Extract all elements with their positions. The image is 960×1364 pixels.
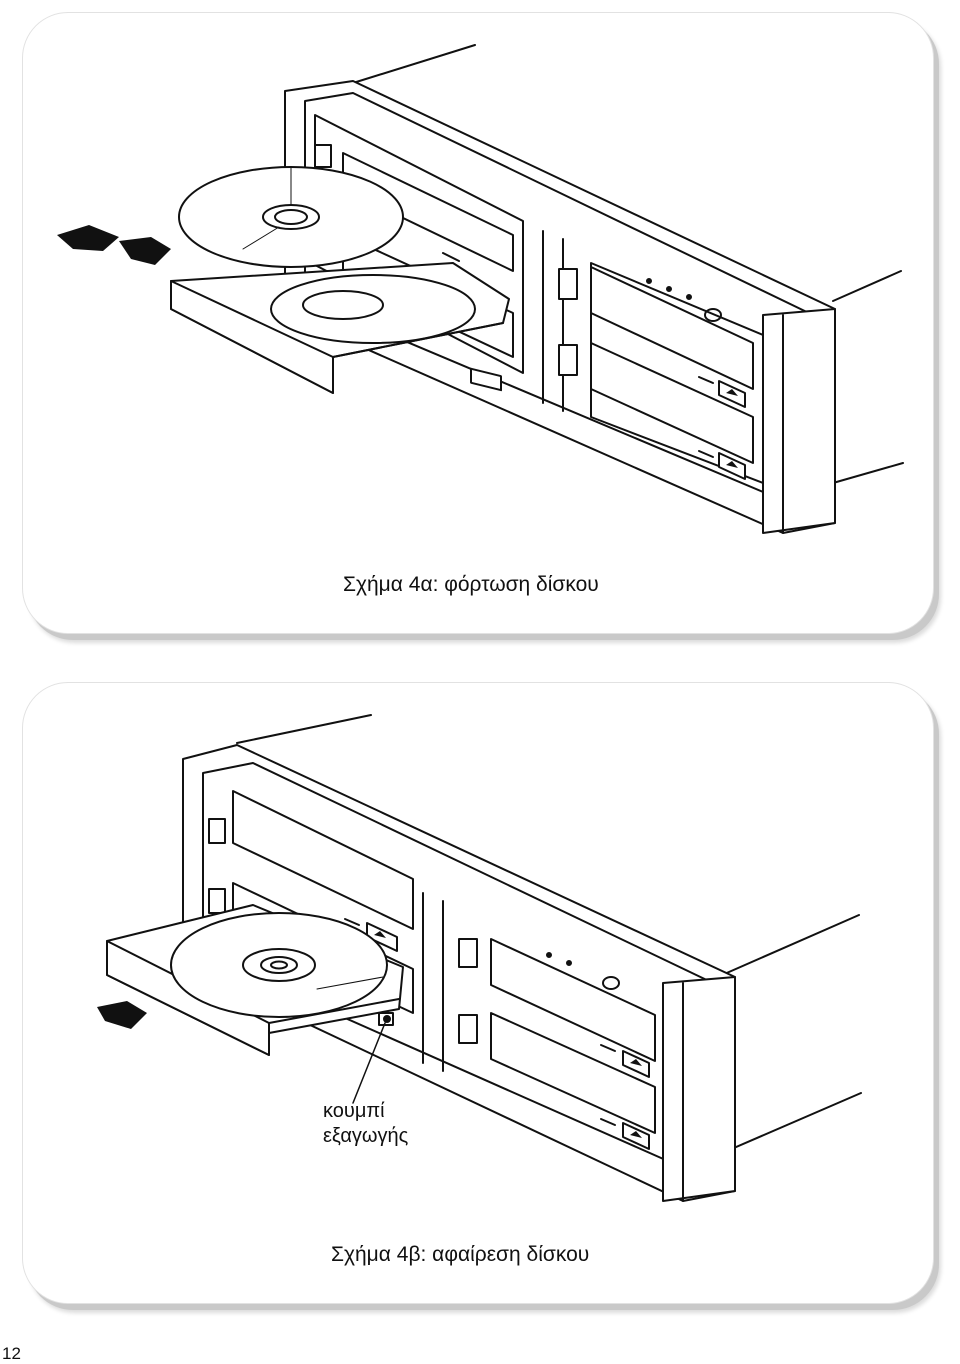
figure-4a-illustration: [57, 44, 904, 534]
cd-disc-in-tray: [170, 912, 388, 1018]
drive-latch-2: [558, 268, 578, 300]
cabinet-right-bottom-edge: [832, 462, 904, 484]
callout-line-1: κουμπί: [323, 1100, 385, 1122]
cabinet-top-edge: [236, 714, 372, 744]
cabinet-top-edge: [352, 44, 476, 84]
load-arrow-icon: [57, 225, 171, 265]
figure-4b-panel: κουμπί εξαγωγής Σχήμα 4β: αφαίρεση δίσκο…: [22, 682, 934, 1304]
figure-4b-illustration: [97, 714, 862, 1202]
drive-latch-2: [208, 888, 226, 914]
right-pillar: [762, 308, 836, 534]
eject-button-callout: κουμπί εξαγωγής: [323, 1099, 408, 1149]
eject-button-dot: [383, 1015, 391, 1023]
eject-button-upper-left: [470, 367, 502, 392]
figure-4a-panel: Σχήμα 4α: φόρτωση δίσκου: [22, 12, 934, 634]
callout-leader-line: [352, 1022, 386, 1104]
drive-latch-1: [208, 818, 226, 844]
cabinet-right-bottom-edge: [712, 1092, 862, 1158]
drive-latch-4: [458, 1014, 478, 1044]
cabinet-right-top-edge: [832, 270, 902, 302]
drive-latch-1: [314, 144, 332, 168]
eject-symbol-icon: [374, 931, 386, 938]
figure-4b-caption: Σχήμα 4β: αφαίρεση δίσκου: [331, 1243, 590, 1266]
page-number: 12: [2, 1344, 21, 1363]
eject-arrow-icon: [97, 1001, 147, 1029]
drive-latch-3: [458, 938, 478, 968]
figure-4a-caption: Σχήμα 4α: φόρτωση δίσκου: [343, 573, 599, 596]
right-pillar: [662, 976, 736, 1202]
eject-symbol-icon: [718, 380, 746, 480]
drive-upper-right: [490, 938, 656, 1062]
callout-line-2: εξαγωγής: [323, 1125, 409, 1147]
drive-latch-3: [558, 344, 578, 376]
cabinet-right-top-edge: [712, 914, 860, 980]
tray-recess: [270, 274, 476, 344]
drive-middle-right: [490, 1012, 656, 1134]
drive-upper-left: [232, 790, 414, 930]
